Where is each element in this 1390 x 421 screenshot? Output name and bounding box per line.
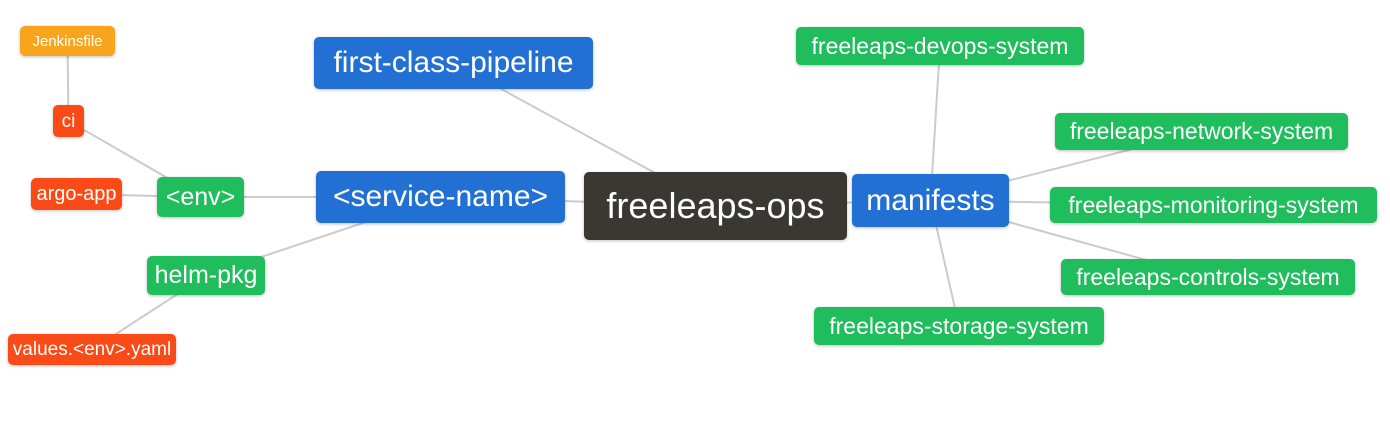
node-label: first-class-pipeline <box>333 46 574 79</box>
node-label: freeleaps-network-system <box>1069 118 1334 144</box>
node-helm-pkg[interactable]: helm-pkg <box>147 256 265 295</box>
node-label: freeleaps-monitoring-system <box>1068 191 1359 218</box>
node-monitoring-system[interactable]: freeleaps-monitoring-system <box>1050 187 1377 223</box>
node-network-system[interactable]: freeleaps-network-system <box>1055 113 1348 150</box>
node-label: <env> <box>165 182 236 211</box>
node-label: <service-name> <box>332 180 549 213</box>
node-label: values.<env>.yaml <box>12 339 172 360</box>
node-env[interactable]: <env> <box>157 177 244 217</box>
node-values-env-yaml[interactable]: values.<env>.yaml <box>8 334 176 365</box>
node-freeleaps-ops[interactable]: freeleaps-ops <box>584 172 847 240</box>
node-label: freeleaps-ops <box>606 185 825 226</box>
node-controls-system[interactable]: freeleaps-controls-system <box>1061 259 1355 295</box>
node-label: freeleaps-controls-system <box>1076 263 1340 290</box>
node-storage-system[interactable]: freeleaps-storage-system <box>814 307 1104 345</box>
node-argo-app[interactable]: argo-app <box>31 178 122 210</box>
node-devops-system[interactable]: freeleaps-devops-system <box>796 27 1084 65</box>
node-label: helm-pkg <box>154 261 258 289</box>
node-label: Jenkinsfile <box>32 32 103 50</box>
node-label: manifests <box>866 183 995 217</box>
node-label: ci <box>61 110 76 132</box>
node-label: freeleaps-devops-system <box>811 32 1069 59</box>
node-jenkinsfile[interactable]: Jenkinsfile <box>20 26 115 56</box>
node-service-name[interactable]: <service-name> <box>316 171 565 223</box>
node-ci[interactable]: ci <box>53 105 84 137</box>
node-label: argo-app <box>36 183 117 205</box>
node-manifests[interactable]: manifests <box>852 174 1009 227</box>
node-first-class-pipeline[interactable]: first-class-pipeline <box>314 37 593 89</box>
node-label: freeleaps-storage-system <box>829 312 1089 339</box>
